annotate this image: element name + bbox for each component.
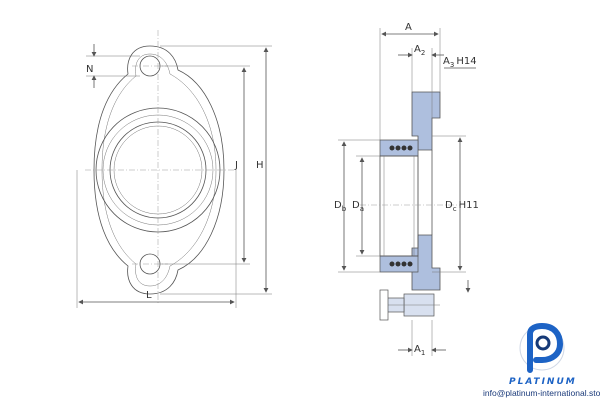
label-L: L bbox=[146, 290, 152, 301]
label-A1: A1 bbox=[414, 344, 425, 357]
platinum-logo-icon bbox=[519, 322, 565, 373]
label-A2: A2 bbox=[414, 44, 425, 57]
bearing-balls-top bbox=[389, 145, 413, 151]
flange-outline bbox=[93, 45, 225, 295]
label-N: N bbox=[86, 64, 93, 75]
label-A: A bbox=[405, 22, 412, 33]
label-Da: Da bbox=[352, 200, 364, 213]
label-J: J bbox=[234, 160, 238, 171]
brand-watermark: PLATINUM info@platinum-international.sto… bbox=[483, 322, 600, 398]
bearing-balls-bottom bbox=[389, 261, 413, 267]
label-H: H bbox=[256, 160, 264, 171]
brand-email: info@platinum-international.store bbox=[483, 388, 600, 398]
label-Db: Db bbox=[334, 200, 347, 213]
brand-name: PLATINUM bbox=[509, 377, 577, 387]
bolt-assembly bbox=[379, 289, 440, 321]
front-view: N J H L bbox=[76, 30, 272, 308]
